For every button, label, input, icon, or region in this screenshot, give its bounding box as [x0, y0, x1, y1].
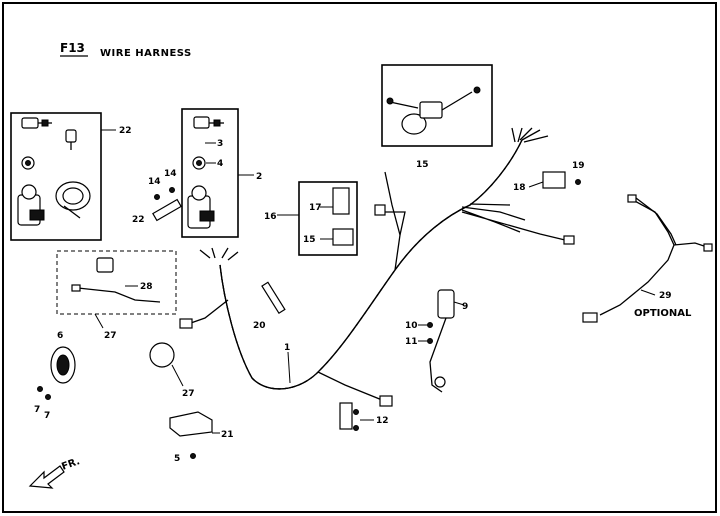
callout-18: 18: [513, 183, 526, 193]
ignition-switch-2-icon: [187, 185, 215, 229]
callout-27: 27: [104, 331, 117, 341]
key-2-icon: [65, 129, 77, 150]
bracket-21-icon: [169, 411, 213, 437]
section-title: WIRE HARNESS: [100, 48, 192, 59]
lock-set-box-2: [181, 108, 239, 238]
arrow-icon: [28, 465, 65, 489]
switch-28-icon: [96, 257, 114, 273]
lock-cylinder-2-icon: [192, 156, 206, 170]
optional-box-27-group: 28 27: [56, 250, 177, 341]
relay-15-icon: [332, 228, 354, 246]
relay-18-icon: [542, 171, 566, 189]
relay-17-icon: [332, 187, 350, 215]
callout-22: 22: [119, 126, 132, 136]
relay-16-group: 17 15 16: [264, 181, 358, 256]
callout-12: 12: [376, 416, 389, 426]
callout-5: 5: [174, 454, 180, 464]
connector-12-group: 12: [339, 402, 389, 431]
callout-21: 21: [221, 430, 234, 440]
callout-2: 2: [256, 172, 262, 182]
ignition-switch-icon: [17, 184, 45, 226]
part-26-group: 27: [149, 342, 195, 399]
callout-28: 28: [140, 282, 153, 292]
main-wire-harness: 1: [179, 127, 575, 407]
lock-set-box-22: [10, 112, 102, 241]
callout-29: 29: [659, 291, 672, 301]
strap-20-group: 20: [253, 281, 286, 331]
screw-icon: [154, 194, 160, 200]
coil-9-group: 9 10 11: [405, 289, 468, 393]
lock-cylinder-icon: [21, 156, 35, 170]
bracket-23-icon: [152, 198, 182, 222]
fuel-cap-icon: [55, 181, 91, 219]
callout-7a: 7: [34, 405, 40, 415]
callout-1: 1: [284, 343, 290, 353]
dashed-box-27: [56, 250, 177, 315]
optional-harness-29-group: 29 OPTIONAL: [582, 194, 713, 323]
callout-10: 10: [405, 321, 418, 331]
ignition-coil-icon: [437, 289, 455, 319]
screw-2-icon: [169, 187, 175, 193]
switch-13-group: 15: [381, 64, 493, 170]
callout-16: 16: [264, 212, 277, 222]
callout-26: 27: [182, 389, 195, 399]
strap-20-icon: [261, 281, 286, 314]
switch-box-13: [381, 64, 493, 147]
callout-9: 9: [462, 302, 468, 312]
callout-14a: 14: [148, 177, 161, 187]
horn-6-group: 6 7 7: [34, 331, 76, 421]
direction-label: FR.: [60, 456, 81, 473]
relay-box-16: [298, 181, 358, 256]
switch-knob-icon: [401, 113, 427, 135]
callout-13: 15: [416, 160, 429, 170]
screws-14-group: 14 14 22: [132, 169, 182, 225]
callout-14b: 14: [164, 169, 177, 179]
round-part-26-icon: [149, 342, 175, 368]
callout-3: 3: [217, 139, 223, 149]
callout-20: 20: [253, 321, 266, 331]
key-3-icon: [193, 116, 224, 129]
callout-7b: 7: [44, 411, 50, 421]
relay-18-group: 18 19: [513, 161, 585, 193]
section-code: F13: [60, 41, 85, 55]
connector-12-icon: [339, 402, 353, 430]
callout-19: 19: [572, 161, 585, 171]
ignition-lock-set-group: 22: [10, 112, 132, 241]
part-21-group: 21 5: [169, 411, 234, 464]
lock-set-2-group: 3 4 2: [181, 108, 262, 238]
callout-23: 22: [132, 215, 145, 225]
key-icon: [21, 117, 52, 129]
callout-4: 4: [217, 159, 223, 169]
optional-note: OPTIONAL: [634, 308, 692, 319]
callout-17: 17: [309, 203, 322, 213]
callout-11: 11: [405, 337, 418, 347]
callout-15: 15: [303, 235, 316, 245]
front-direction-marker: FR.: [28, 456, 81, 489]
callout-6: 6: [57, 331, 63, 341]
